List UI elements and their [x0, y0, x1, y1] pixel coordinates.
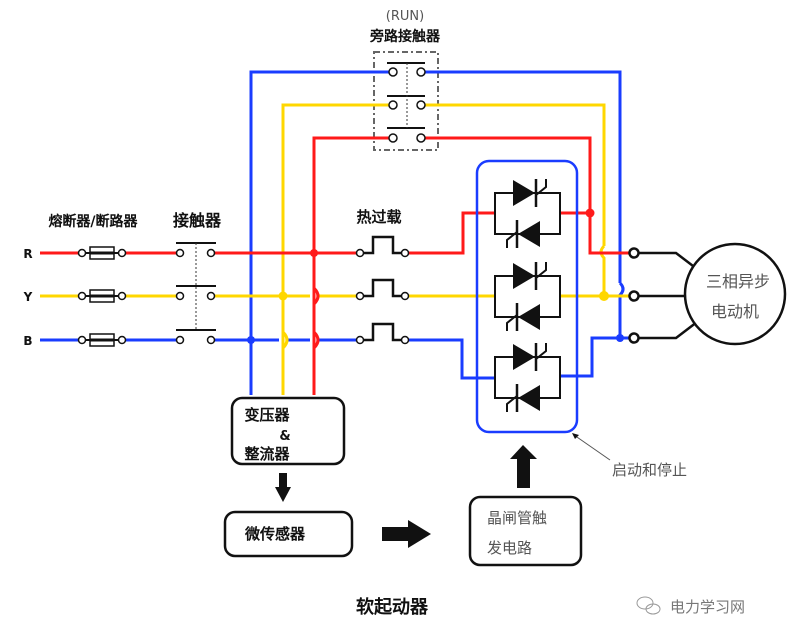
- scr-pair-r: [494, 179, 561, 248]
- thyristor-forward-icon: [513, 262, 547, 290]
- microsensor-block: [223, 510, 354, 558]
- thermal-overload-label: 热过载: [356, 208, 401, 226]
- main-contactor: [175, 242, 216, 345]
- start-stop-label: 启动和停止: [612, 461, 687, 479]
- watermark-label: 电力学习网: [670, 598, 745, 616]
- scr-trigger-block: [468, 495, 583, 567]
- phase-wires: [40, 211, 632, 380]
- thyristor-reverse-icon: [506, 303, 540, 331]
- wire-b-bypass-cross: [618, 281, 625, 338]
- scr-pair-y: [494, 262, 561, 331]
- wire-b-bypass-out: [425, 70, 622, 283]
- bypass-contactor-box: [373, 51, 439, 151]
- wire-crossovers: [281, 286, 320, 350]
- thyristor-forward-icon: [513, 343, 547, 371]
- bypass-contactor-label: 旁路接触器: [369, 28, 441, 45]
- arrow-right-icon: [382, 520, 431, 548]
- contactor-label: 接触器: [173, 211, 222, 230]
- arrow-down-icon: [275, 473, 291, 502]
- wire-r-bypass-out: [425, 136, 632, 255]
- scr-trigger-label-line1: 晶闸管触: [487, 509, 547, 527]
- bypass-run-label: (RUN): [386, 9, 424, 24]
- thyristor-reverse-icon: [506, 384, 540, 412]
- junction-dots: [247, 208, 624, 344]
- bypass-contactor-switches: [387, 62, 425, 129]
- wire-b-bypass-in: [249, 70, 389, 395]
- fuse-y: [84, 289, 120, 303]
- motor-label-line1: 三相异步: [706, 272, 770, 291]
- diagram-title: 软起动器: [356, 596, 429, 618]
- fuses: [77, 246, 127, 347]
- motor-terminals: [628, 247, 640, 344]
- motor: 三相异步 电动机: [628, 242, 787, 346]
- ampersand-label: &: [279, 429, 290, 444]
- thermal-overload: [355, 235, 410, 345]
- fuse-r: [84, 246, 120, 260]
- scr-pair-b: [494, 343, 561, 412]
- phase-label-y: Y: [23, 290, 33, 304]
- motor-circle: [683, 242, 787, 346]
- bypass-terminals: [388, 67, 426, 143]
- fuse-b: [84, 333, 120, 347]
- arrow-up-icon: [510, 445, 537, 488]
- thyristor-reverse-icon: [506, 220, 540, 248]
- scr-pairs: [494, 179, 561, 412]
- start-stop-pointer: [572, 433, 611, 461]
- wire-r-bypass-in: [312, 136, 389, 395]
- wire-y-bypass-out: [425, 103, 606, 246]
- microsensor-label: 微传感器: [244, 525, 306, 543]
- phase-label-r: R: [23, 247, 32, 261]
- wechat-icon: [636, 596, 661, 615]
- bypass-wires: [249, 70, 632, 395]
- fuse-breaker-label: 熔断器/断路器: [48, 213, 138, 230]
- thyristor-forward-icon: [513, 179, 547, 207]
- transformer-label: 变压器: [244, 406, 290, 424]
- rectifier-label: 整流器: [244, 445, 290, 463]
- transformer-rectifier-block: [230, 396, 346, 466]
- phase-label-b: B: [23, 334, 32, 348]
- scr-module-box: [475, 159, 579, 434]
- motor-label-line2: 电动机: [711, 302, 759, 321]
- scr-trigger-label-line2: 发电路: [487, 539, 532, 557]
